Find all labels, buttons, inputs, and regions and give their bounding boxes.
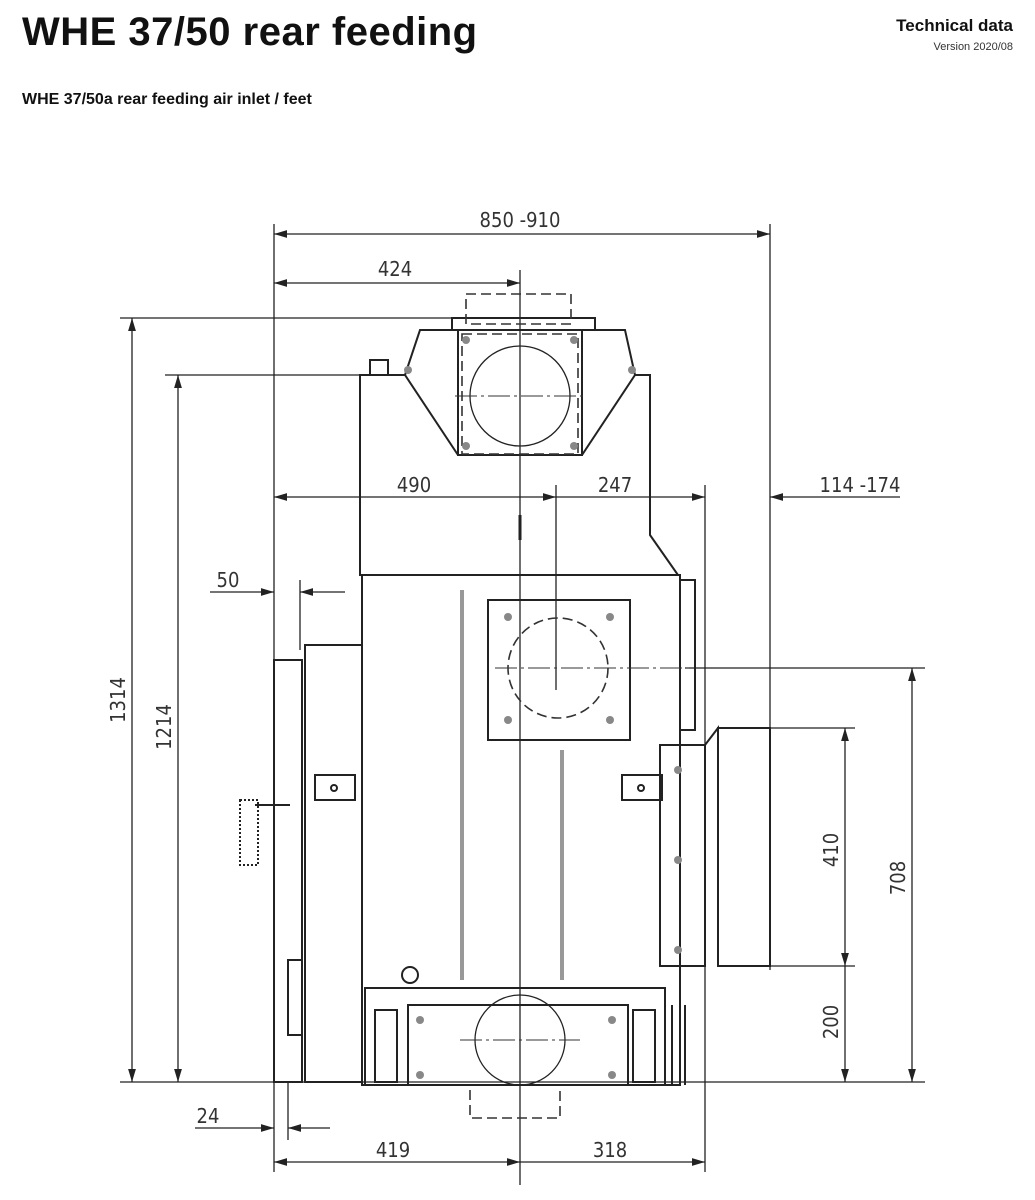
dim-overall-width: 850 -910 [480,208,561,232]
extension-lines [120,224,925,1185]
dim-foot-offset: 24 [197,1104,220,1128]
dim-hopper-center: 424 [378,257,412,281]
drawing-subtitle: WHE 37/50a rear feeding air inlet / feet [22,91,312,108]
dim-air-inlet-height: 410 [819,833,843,867]
version-label: Version 2020/08 [933,41,1013,53]
dimension-lines [128,230,916,1166]
dim-rear-offset: 114 -174 [820,473,901,497]
document-type: Technical data [896,16,1013,35]
dim-left-to-center: 490 [397,473,431,497]
page-title: WHE 37/50 rear feeding [22,10,478,54]
dim-body-height: 1214 [152,704,176,750]
dim-left-offset: 50 [217,568,240,592]
bolts [404,336,682,1079]
dim-flue-height: 708 [886,861,910,895]
dim-center-to-right: 247 [598,473,632,497]
hidden-lines [455,293,690,1119]
dim-bottom-right: 318 [593,1138,627,1162]
dim-total-height: 1314 [106,677,130,723]
dim-air-inlet-base: 200 [819,1005,843,1039]
stove-outline [239,317,771,1086]
dim-bottom-left: 419 [376,1138,410,1162]
